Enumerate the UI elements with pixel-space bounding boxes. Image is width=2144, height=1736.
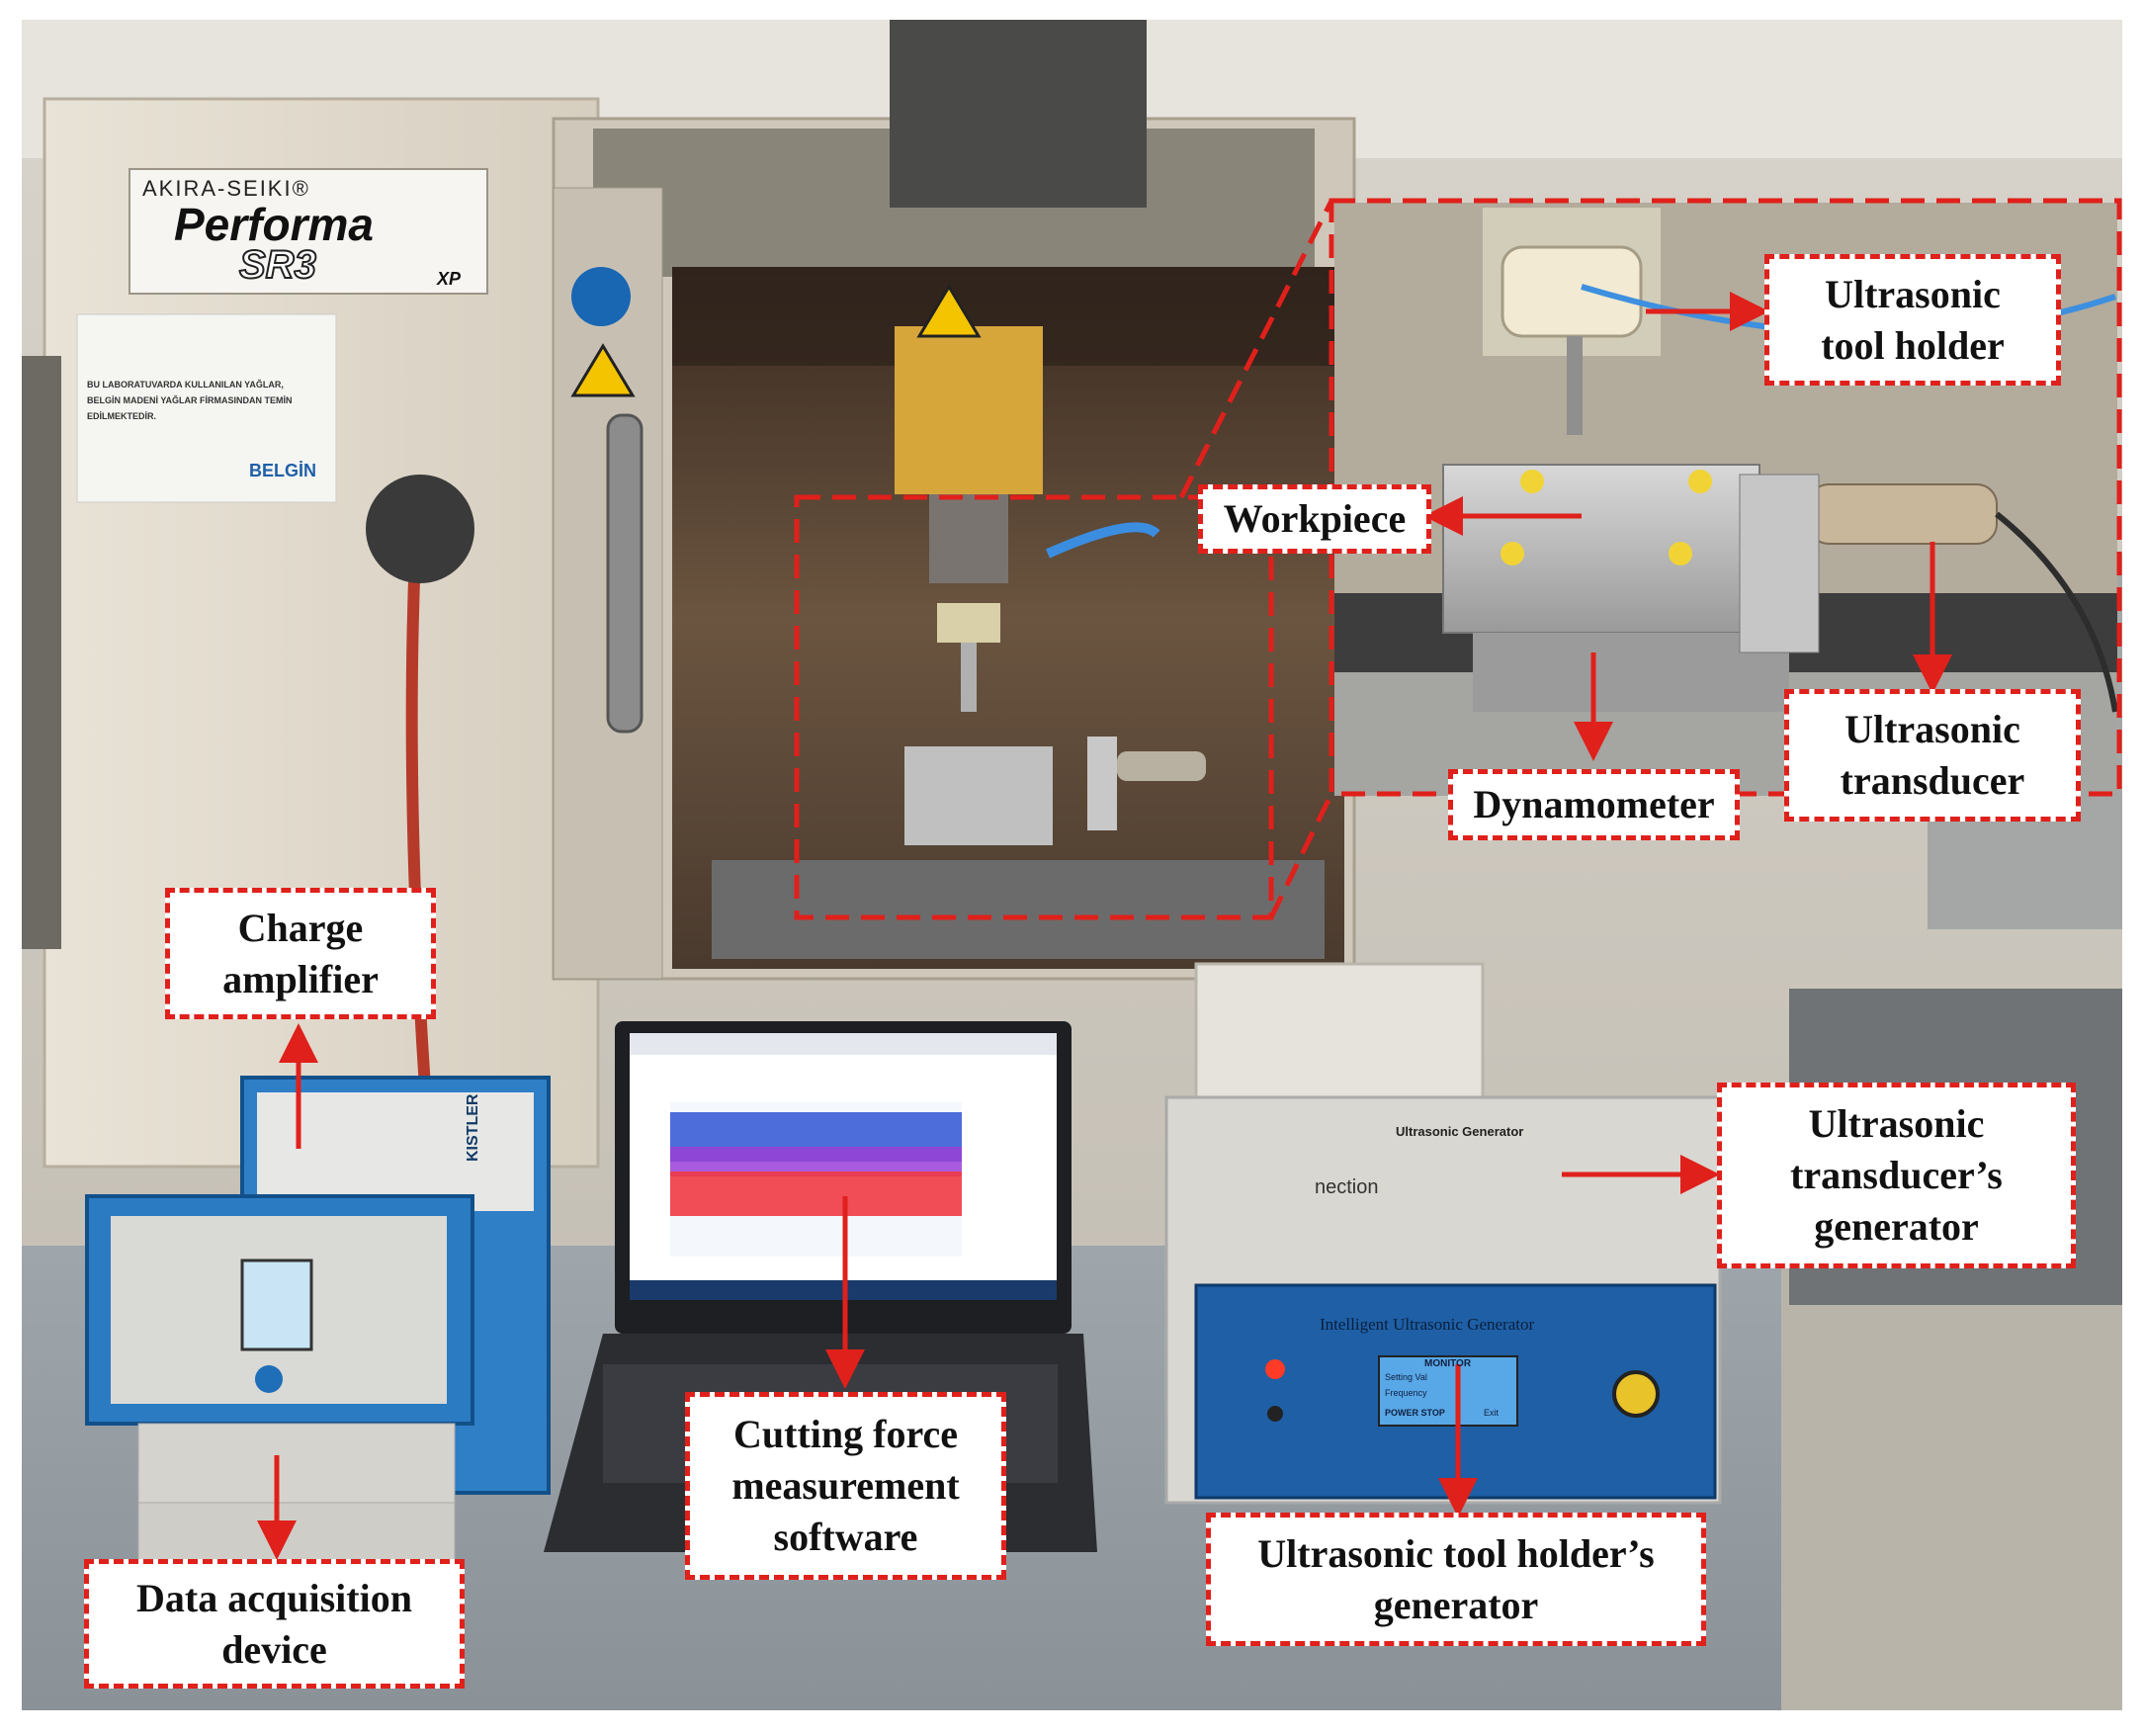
logo-model: Performa	[174, 199, 374, 250]
label-ultrasonic-tool-holder: Ultrasonic tool holder	[1764, 254, 2061, 386]
notice-brand: BELGİN	[249, 461, 317, 480]
label-cutting-force-software: Cutting force measurement software	[685, 1392, 1006, 1580]
screen-exit: Exit	[1484, 1408, 1500, 1418]
notice-line: BELGİN MADENİ YAĞLAR FİRMASINDAN TEMİN	[87, 395, 293, 405]
transducer-generator-brand: nection	[1315, 1176, 1379, 1198]
logo-brand: AKIRA-SEIKI®	[142, 176, 310, 201]
screen-power-stop: POWER STOP	[1385, 1408, 1445, 1418]
logo-series: SR3	[238, 242, 317, 288]
label-tool-holder-generator: Ultrasonic tool holder’s generator	[1206, 1513, 1706, 1646]
screen-frequency: Frequency	[1385, 1388, 1427, 1398]
notice-line: BU LABORATUVARDA KULLANILAN YAĞLAR,	[87, 380, 284, 390]
tool-holder-generator-screen: MONITOR Setting Val Frequency POWER STOP…	[1381, 1358, 1515, 1424]
machine-logo: AKIRA-SEIKI® Performa SR3 XP	[129, 168, 488, 295]
label-workpiece: Workpiece	[1198, 484, 1431, 554]
screen-setting: Setting Val	[1385, 1372, 1427, 1382]
screen-monitor: MONITOR	[1424, 1358, 1472, 1369]
tool-holder-generator-title: Intelligent Ultrasonic Generator	[1320, 1315, 1535, 1334]
label-transducer-generator: Ultrasonic transducer’s generator	[1717, 1083, 2076, 1268]
transducer-generator-title: Ultrasonic Generator	[1396, 1124, 1524, 1139]
lab-notice: BU LABORATUVARDA KULLANILAN YAĞLAR, BELG…	[81, 326, 332, 494]
label-ultrasonic-transducer: Ultrasonic transducer	[1784, 689, 2081, 822]
logo-suffix: XP	[437, 269, 462, 289]
amplifier-brand: KISTLER	[465, 1093, 481, 1162]
label-dynamometer: Dynamometer	[1448, 769, 1740, 840]
notice-line: EDİLMEKTEDİR.	[87, 411, 157, 421]
label-data-acquisition: Data acquisition device	[84, 1559, 465, 1689]
label-charge-amplifier: Charge amplifier	[165, 888, 436, 1019]
